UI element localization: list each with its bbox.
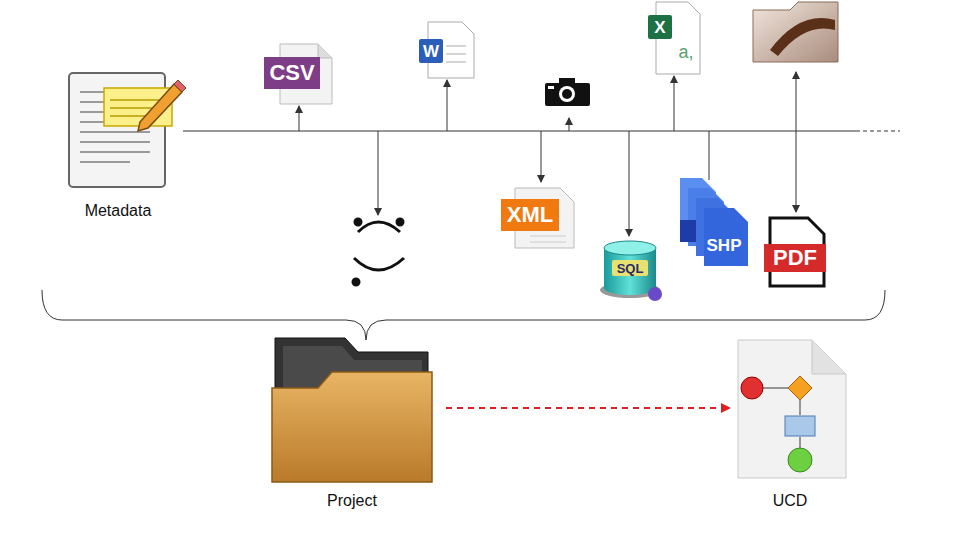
shapefile-stack-icon [680,178,748,266]
metadata-icon [69,73,186,187]
icon-text: a, [674,40,698,64]
xml-file-icon [501,188,574,248]
node-label: UCD [724,492,856,510]
icon-text: XML [501,199,559,231]
ucd-node: UCD [724,334,856,510]
icon-text: PDF [764,244,826,272]
media-folder-icon [753,2,838,62]
node-label: Project [258,492,446,510]
camera-icon [545,78,590,106]
node-label: Metadata [51,202,185,220]
database-icon [600,241,662,301]
icon-text: SQL [612,260,648,276]
word-file-icon [419,22,474,78]
icon-text: X [648,15,672,39]
grouping-brace [42,290,885,340]
excel-file-icon [648,2,700,74]
ucd-document-icon [738,340,846,478]
project-node: Project [258,334,446,510]
metadata-node: Metadata [51,68,185,220]
spinner-icon [353,219,404,285]
project-folder-icon [272,338,432,482]
icon-text: SHP [700,232,748,258]
icon-text: W [419,39,443,63]
csv-file-icon [264,44,332,104]
pdf-file-icon [764,218,826,286]
icon-text: CSV [264,57,320,89]
dashed-arrow [446,407,730,409]
